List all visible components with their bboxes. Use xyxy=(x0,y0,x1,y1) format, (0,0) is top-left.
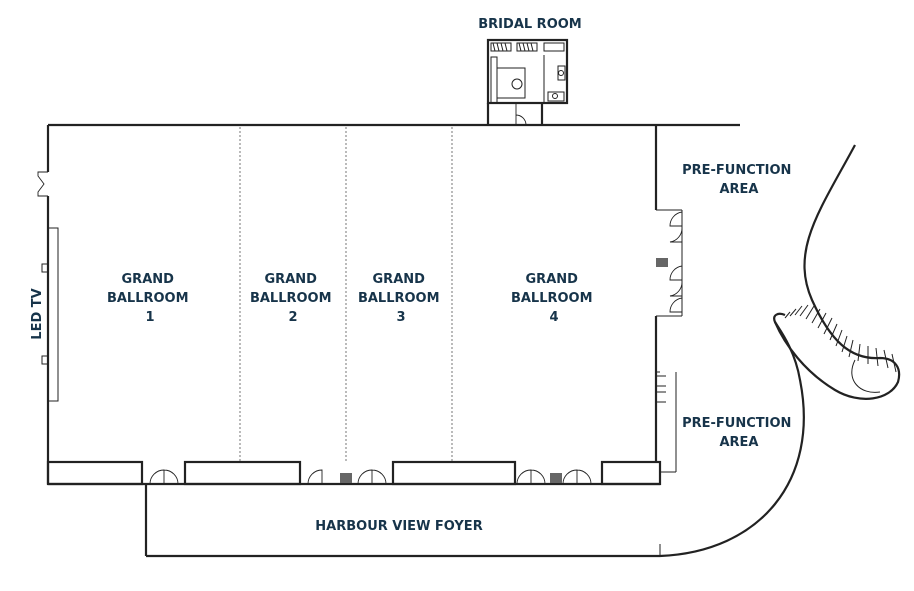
bridal-room-structure xyxy=(486,38,569,126)
harbour-view-foyer-label: HARBOUR VIEW FOYER xyxy=(315,519,482,534)
spiral-staircase xyxy=(773,144,901,400)
ballroom-walls xyxy=(37,123,740,486)
room-labels: BRIDAL ROOM GRAND BALLROOM 1 GRAND BALLR… xyxy=(30,17,796,534)
grand-ballroom-3-label: GRAND BALLROOM 3 xyxy=(358,272,444,325)
led-tv-label: LED TV xyxy=(30,288,45,339)
grand-ballroom-1-label: GRAND BALLROOM 1 xyxy=(107,272,193,325)
grand-ballroom-2-label: GRAND BALLROOM 2 xyxy=(250,272,336,325)
foyer-walls xyxy=(144,321,805,558)
bridal-room-label: BRIDAL ROOM xyxy=(478,17,581,32)
pre-function-area-upper-label: PRE-FUNCTION AREA xyxy=(682,163,796,197)
pre-function-area-lower-label: PRE-FUNCTION AREA xyxy=(682,416,796,450)
grand-ballroom-4-label: GRAND BALLROOM 4 xyxy=(511,272,597,325)
